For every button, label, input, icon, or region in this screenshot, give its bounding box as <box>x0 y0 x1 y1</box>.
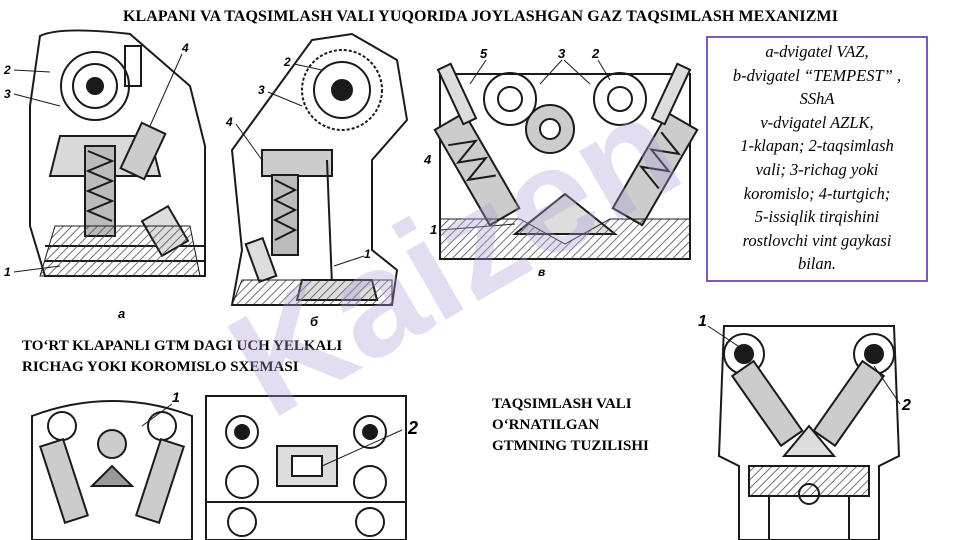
legend-line: SShA <box>799 89 835 109</box>
koromislo-label-2: 2 <box>407 418 418 438</box>
engine-diagram-v: 5 3 2 4 1 в <box>423 46 699 279</box>
caption-line: TO‘RT KLAPANLI GTM DAGI UCH YELKALI <box>22 338 343 354</box>
legend-line: b-dvigatel “TEMPEST” , <box>732 65 902 85</box>
koromislo-diagram: 1 2 <box>31 389 418 540</box>
page-title: KLAPANI VA TAQSIMLASH VALI YUQORIDA JOYL… <box>122 8 839 25</box>
fig-v-label-5: 5 <box>480 46 488 61</box>
legend-line: 1-klapan; 2-taqsimlash <box>740 136 894 156</box>
fig-a-label-4: 4 <box>181 41 189 55</box>
gtm-diagram: 1 2 <box>698 313 911 540</box>
fig-v-label-4: 4 <box>423 152 432 167</box>
fig-v-label-3: 3 <box>558 46 566 61</box>
fig-b-label-1: 1 <box>364 247 371 261</box>
legend-line: koromislo; 4-turtgich; <box>743 183 891 203</box>
fig-b-caption: б <box>310 314 319 329</box>
caption-line: O‘RNATILGAN <box>492 417 600 433</box>
fig-v-label-1: 1 <box>430 222 437 237</box>
fig-v-label-2: 2 <box>591 46 600 61</box>
caption-four-valve: TO‘RT KLAPANLI GTM DAGI UCH YELKALI RICH… <box>22 336 342 378</box>
koromislo-label-1: 1 <box>172 389 180 405</box>
gtm-label-2: 2 <box>901 397 911 414</box>
engine-diagram-b: 2 3 4 1 б <box>225 32 409 329</box>
legend-line: 5-issiqlik tirqishini <box>754 207 880 227</box>
fig-b-label-4: 4 <box>225 115 233 129</box>
fig-b-label-3: 3 <box>258 83 265 97</box>
engine-diagram-a: 2 3 4 1 а <box>3 29 206 321</box>
legend-box: a-dvigatel VAZ, b-dvigatel “TEMPEST” , S… <box>706 36 928 282</box>
fig-a-caption: а <box>118 306 125 321</box>
legend-line: vali; 3-richag yoki <box>755 159 879 179</box>
fig-a-label-2: 2 <box>3 63 11 77</box>
fig-v-caption: в <box>538 265 545 279</box>
caption-line: GTMNING TUZILISHI <box>492 438 649 454</box>
legend-line: rostlovchi vint gaykasi <box>742 230 892 250</box>
caption-line: RICHAG YOKI KOROMISLO SXEMASI <box>22 359 299 375</box>
gtm-label-1: 1 <box>698 313 707 330</box>
caption-camshaft: TAQSIMLASH VALI O‘RNATILGAN GTMNING TUZI… <box>492 394 649 457</box>
legend-line: a-dvigatel VAZ, <box>765 42 869 61</box>
caption-line: TAQSIMLASH VALI <box>492 396 632 412</box>
fig-a-label-3: 3 <box>4 87 11 101</box>
fig-a-label-1: 1 <box>4 265 11 279</box>
legend-line: v-dvigatel AZLK, <box>760 112 874 132</box>
fig-b-label-2: 2 <box>283 55 291 69</box>
legend-line: bilan. <box>797 254 837 274</box>
